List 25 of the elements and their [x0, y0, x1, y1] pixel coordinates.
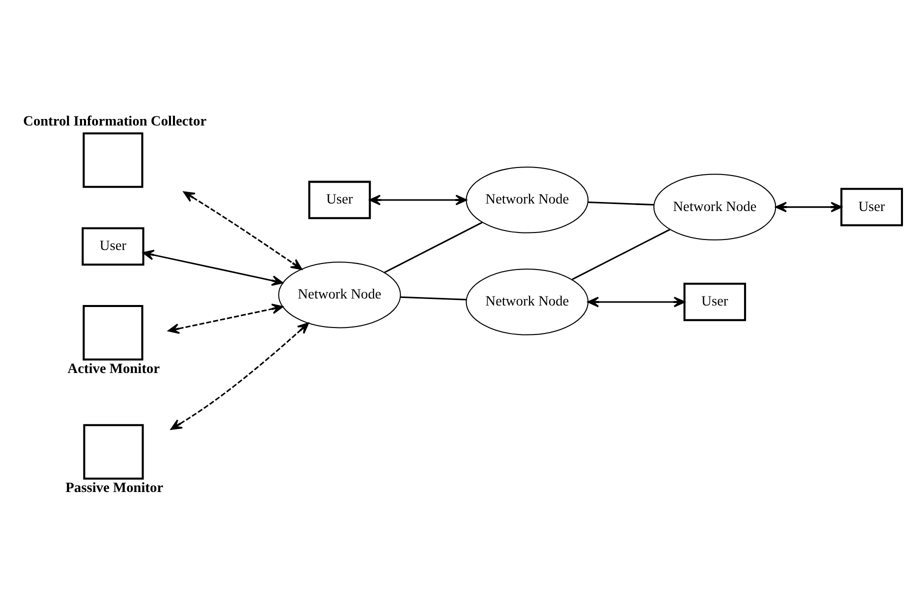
connector	[384, 222, 482, 274]
arrow	[368, 194, 466, 206]
node-box: User	[308, 180, 370, 220]
node-label: Control Information Collector	[22, 113, 206, 130]
node-ellipse: Network Node	[652, 174, 776, 240]
node-box: User	[840, 188, 902, 226]
node-box: User	[81, 227, 144, 266]
node-label: Passive Monitor	[65, 480, 163, 496]
node-label: Active Monitor	[67, 360, 160, 377]
node-box: User	[682, 282, 746, 322]
connector	[400, 296, 466, 300]
connector	[588, 202, 654, 206]
arrow	[170, 322, 308, 430]
arrow	[586, 296, 685, 308]
node-box	[82, 132, 143, 188]
arrow	[182, 191, 302, 270]
connector	[571, 228, 670, 280]
node-box	[82, 424, 144, 480]
arrow	[142, 250, 283, 286]
arrow	[774, 202, 842, 212]
arrow	[167, 304, 283, 334]
node-ellipse: Network Node	[465, 166, 588, 234]
node-ellipse: Network Node	[278, 262, 400, 328]
node-box	[82, 305, 143, 361]
node-ellipse: Network Node	[465, 268, 588, 336]
